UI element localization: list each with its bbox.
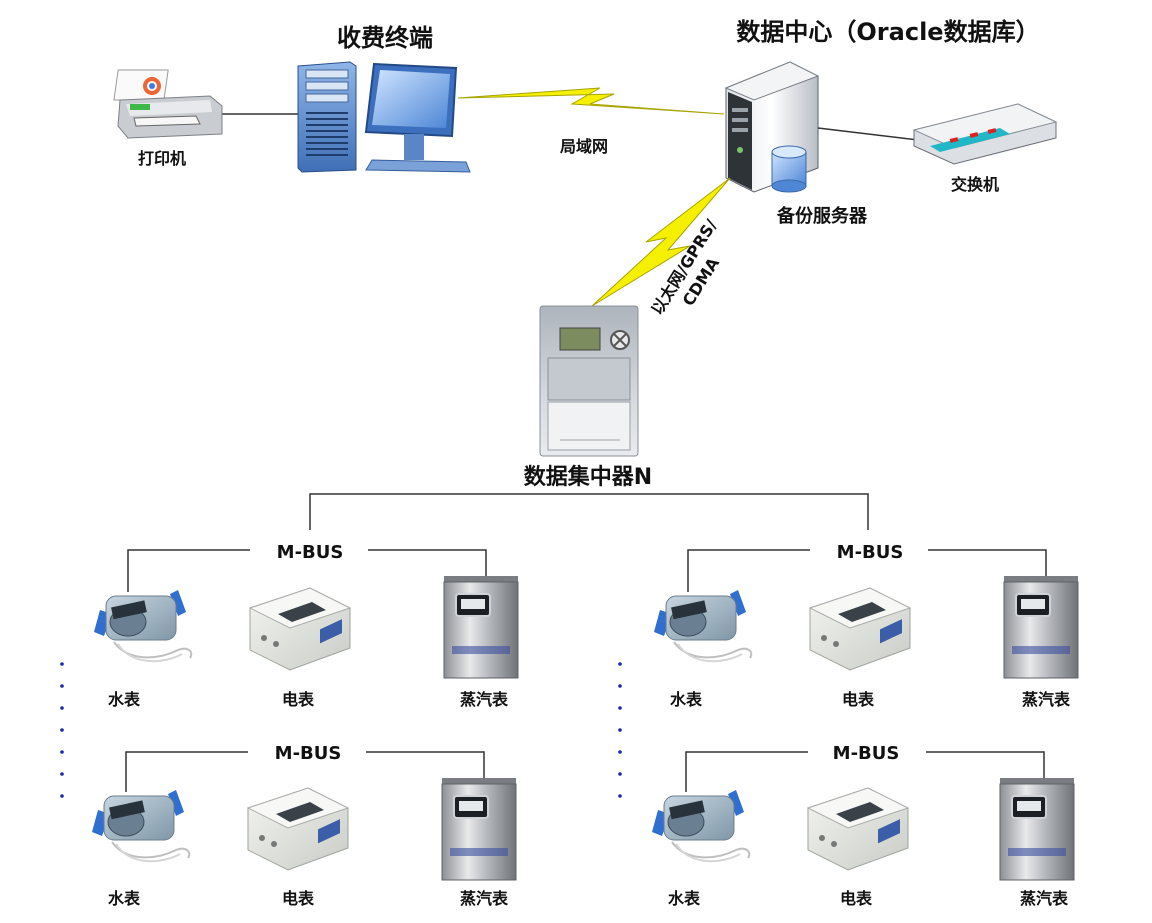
mbus-label: M-BUS [275,743,342,764]
database-cylinder [771,145,807,193]
steam-meter-label: 蒸汽表 [460,889,509,908]
electric-meter-label: 电表 [842,690,875,709]
steam-meter [999,777,1075,881]
data-concentrator [539,305,639,457]
steam-meter [441,777,517,881]
mbus-label: M-BUS [837,542,904,563]
steam-meter [1003,575,1079,679]
water-meter [93,589,193,663]
electric-meter [249,587,351,671]
concentrator-branches [309,493,869,530]
terminal-title: 收费终端 [337,24,433,52]
switch-label: 交换机 [951,175,999,194]
continuation-dots-right [618,662,622,798]
lan-label: 局域网 [560,137,608,156]
water-meter [653,589,753,663]
electric-meter-label: 电表 [282,690,315,709]
terminal-tower [297,61,357,173]
concentrator-label: 数据集中器N [524,464,652,490]
meter-group-top-right: M-BUS 水表 电表 蒸汽表 [653,542,1079,709]
water-meter-label: 水表 [668,889,701,908]
mbus-label: M-BUS [833,743,900,764]
water-meter-label: 水表 [108,889,141,908]
switch-link [817,127,919,141]
meter-group-top-left: M-BUS 水表 电表 蒸汽表 [93,542,519,709]
meter-group-bottom-left: M-BUS 水表 电表 蒸汽表 [91,743,517,908]
datacenter-title: 数据中心（Oracle数据库） [736,18,1039,46]
water-meter-label: 水表 [108,690,141,709]
lan-lightning [457,87,725,115]
steam-meter-label: 蒸汽表 [1022,690,1071,709]
electric-meter-label: 电表 [282,889,315,908]
switch [912,103,1058,165]
water-meter-label: 水表 [670,690,703,709]
water-meter [91,789,191,863]
steam-meter-label: 蒸汽表 [1020,889,1069,908]
continuation-dots-left [60,662,64,798]
meter-group-bottom-right: M-BUS 水表 电表 蒸汽表 [651,743,1075,908]
backup-label: 备份服务器 [776,205,868,227]
printer [113,69,298,139]
printer-label: 打印机 [138,149,186,168]
electric-meter [809,587,911,671]
steam-meter [443,575,519,679]
water-meter [651,789,751,863]
electric-meter-label: 电表 [840,889,873,908]
electric-meter [807,787,909,871]
terminal-monitor [364,62,471,173]
steam-meter-label: 蒸汽表 [460,690,509,709]
mbus-label: M-BUS [277,542,344,563]
electric-meter [247,787,349,871]
